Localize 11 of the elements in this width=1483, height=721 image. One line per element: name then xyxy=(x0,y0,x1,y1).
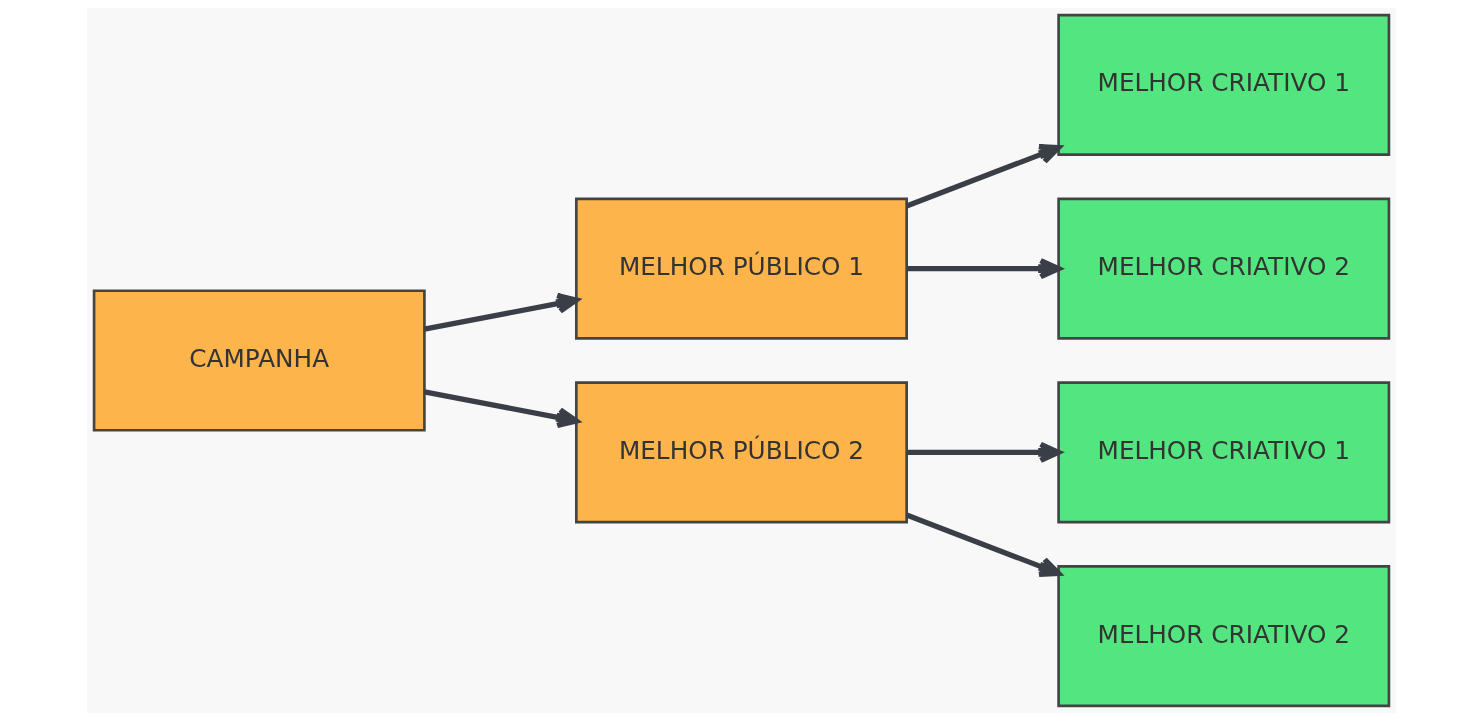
node-box: MELHOR CRIATIVO 2 xyxy=(1057,197,1391,340)
node-box: CAMPANHA xyxy=(92,289,426,432)
arrow xyxy=(905,143,1062,209)
node-box: MELHOR CRIATIVO 2 xyxy=(1057,564,1391,708)
arrow xyxy=(906,258,1062,280)
arrow xyxy=(905,512,1062,578)
node-box: MELHOR PÚBLICO 2 xyxy=(575,381,908,524)
arrow xyxy=(906,441,1062,463)
node-box: MELHOR CRIATIVO 1 xyxy=(1057,13,1391,157)
node-box: MELHOR CRIATIVO 1 xyxy=(1057,381,1391,524)
node-box: MELHOR PÚBLICO 1 xyxy=(575,197,908,340)
